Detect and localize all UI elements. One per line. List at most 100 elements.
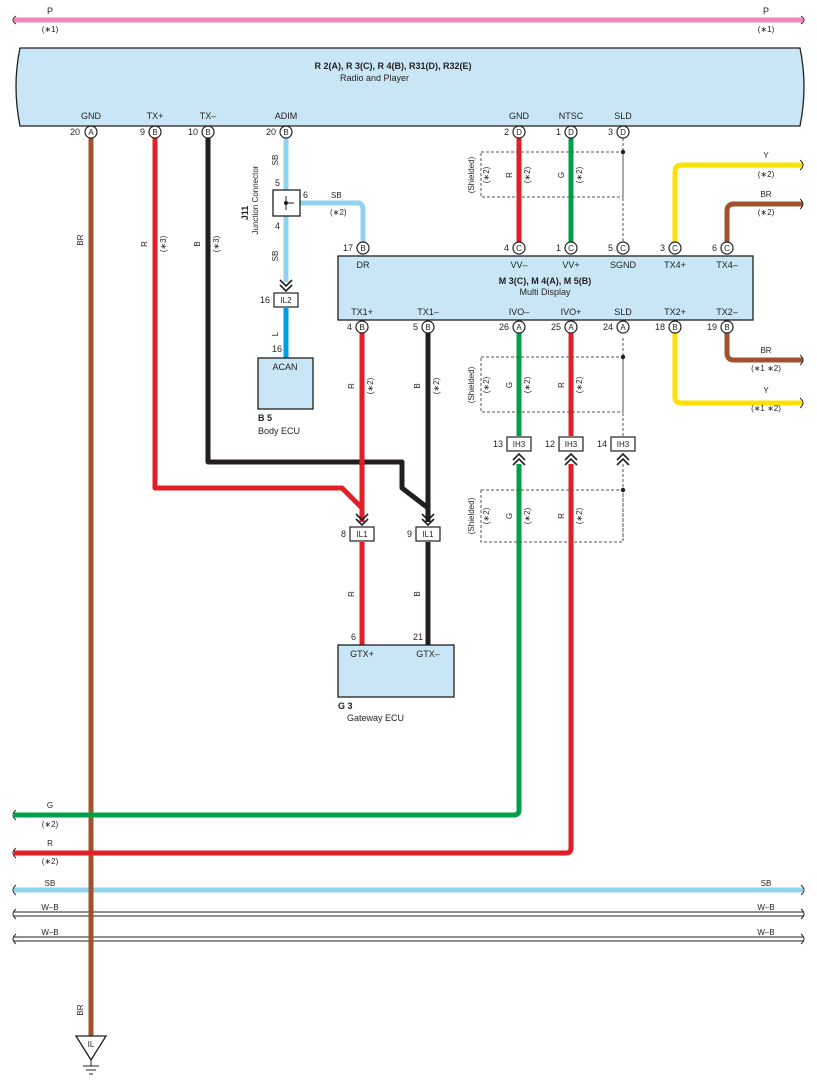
- svg-text:D: D: [516, 128, 522, 137]
- svg-text:(∗2): (∗2): [575, 376, 584, 393]
- svg-text:12: 12: [545, 439, 555, 449]
- svg-text:3: 3: [608, 127, 613, 137]
- svg-text:IVO–: IVO–: [509, 307, 530, 317]
- shielded-box-upper: (Shielded) (∗2) R (∗2) G (∗2): [467, 149, 626, 198]
- svg-text:14: 14: [597, 439, 607, 449]
- svg-text:GND: GND: [509, 111, 530, 121]
- svg-text:19: 19: [707, 322, 717, 332]
- svg-text:TX+: TX+: [147, 111, 164, 121]
- wire-note: (∗3): [212, 235, 221, 252]
- md-pin-ivo-minus: IVO– A 26: [499, 307, 530, 334]
- tx2-plus-yellow-wire: [672, 332, 803, 406]
- svg-text:(∗2): (∗2): [575, 507, 584, 524]
- svg-text:(∗2): (∗2): [366, 377, 375, 394]
- svg-text:2: 2: [504, 127, 509, 137]
- junction-connector-j11: 5 6 4 J11 Junction Connector: [240, 165, 308, 234]
- svg-text:BR: BR: [760, 190, 771, 199]
- wire-note: (∗1): [758, 25, 775, 34]
- ground-symbol-icon: IL: [74, 1035, 108, 1075]
- shielded-box-lower: (Shielded) (∗2) G (∗2) R (∗2): [467, 487, 626, 543]
- svg-text:5: 5: [275, 178, 280, 188]
- body-ecu-pin-num: 16: [272, 344, 282, 354]
- svg-text:B: B: [425, 323, 430, 332]
- bottom-sb-wire: SB SB: [12, 879, 805, 896]
- svg-text:W–B: W–B: [757, 903, 774, 912]
- svg-text:B: B: [724, 323, 729, 332]
- svg-text:9: 9: [140, 127, 145, 137]
- svg-text:VV–: VV–: [510, 260, 527, 270]
- radio-pin-tx-plus: TX+ 9 B: [140, 111, 164, 139]
- svg-text:G: G: [505, 382, 514, 388]
- gateway-ecu-id: G 3: [338, 701, 353, 711]
- svg-text:TX4+: TX4+: [664, 260, 686, 270]
- svg-text:G: G: [557, 172, 566, 178]
- md-pin-vv-minus: C 4 VV–: [504, 241, 528, 270]
- svg-text:C: C: [516, 244, 522, 253]
- svg-text:5: 5: [413, 322, 418, 332]
- connector-ih3-14: IH3 14: [597, 436, 636, 466]
- svg-text:10: 10: [188, 127, 198, 137]
- radio-pin-ntsc: NTSC 1 D: [556, 111, 584, 139]
- svg-text:B: B: [413, 591, 422, 596]
- svg-text:1: 1: [556, 243, 561, 253]
- svg-text:8: 8: [341, 529, 346, 539]
- svg-text:(∗1 ∗2): (∗1 ∗2): [751, 404, 781, 413]
- radio-pin-tx-minus: TX– 10 B: [188, 111, 216, 139]
- svg-text:R: R: [505, 172, 514, 178]
- svg-text:6: 6: [303, 190, 308, 200]
- svg-text:B: B: [413, 383, 422, 388]
- svg-text:9: 9: [407, 529, 412, 539]
- multi-display-subtitle: Multi Display: [519, 287, 571, 297]
- gateway-ecu-name: Gateway ECU: [347, 713, 404, 723]
- svg-text:C: C: [620, 244, 626, 253]
- svg-text:(∗2): (∗2): [482, 376, 491, 393]
- bottom-red-wire-end: R (∗2): [12, 839, 59, 866]
- svg-text:D: D: [568, 128, 574, 137]
- wire-note: (∗1): [42, 25, 59, 34]
- wire-label-l: L: [271, 331, 280, 336]
- svg-text:VV+: VV+: [562, 260, 579, 270]
- shielded-label: (Shielded): [467, 497, 476, 534]
- svg-text:IL1: IL1: [422, 530, 434, 539]
- svg-text:6: 6: [712, 243, 717, 253]
- svg-text:IH3: IH3: [617, 440, 630, 449]
- svg-text:R: R: [557, 382, 566, 388]
- wire-label-b: B: [193, 241, 202, 246]
- tx2-minus-brown-wire: [724, 332, 803, 363]
- svg-text:25: 25: [551, 322, 561, 332]
- svg-text:D: D: [620, 128, 626, 137]
- svg-text:SB: SB: [761, 879, 772, 888]
- svg-text:SB: SB: [45, 879, 56, 888]
- wire-label-sb: SB: [271, 251, 280, 262]
- bottom-green-wire-end: G (∗2): [12, 801, 59, 829]
- svg-text:R: R: [47, 839, 53, 848]
- svg-text:(∗2): (∗2): [758, 208, 775, 217]
- svg-text:20: 20: [70, 127, 80, 137]
- svg-text:TX1–: TX1–: [417, 307, 439, 317]
- svg-text:W–B: W–B: [41, 903, 58, 912]
- wire-label-sb: SB: [331, 191, 342, 200]
- svg-text:TX2+: TX2+: [664, 307, 686, 317]
- svg-text:BR: BR: [760, 346, 771, 355]
- radio-title: R 2(A), R 3(C), R 4(B), R31(D), R32(E): [314, 61, 471, 71]
- svg-text:6: 6: [351, 632, 356, 642]
- svg-text:GTX+: GTX+: [350, 649, 374, 659]
- ground-label: IL: [88, 1040, 95, 1049]
- right-wire-ends: Y (∗2) BR (∗2) BR (∗1 ∗2) Y (∗1 ∗2): [751, 151, 804, 413]
- svg-text:B: B: [283, 128, 288, 137]
- svg-text:A: A: [516, 323, 522, 332]
- multi-display-title: M 3(C), M 4(A), M 5(B): [499, 276, 592, 286]
- md-pin-tx2-plus: TX2+ B 18: [655, 307, 686, 334]
- multi-display-unit: M 3(C), M 4(A), M 5(B) Multi Display: [337, 255, 754, 321]
- radio-pin-gnd-d: GND 2 D: [504, 111, 530, 139]
- svg-text:17: 17: [343, 243, 353, 253]
- md-pin-tx4-plus: C 3 TX4+: [660, 241, 686, 270]
- junction-name: Junction Connector: [251, 165, 260, 234]
- md-pin-tx2-minus: TX2– B 19: [707, 307, 738, 334]
- svg-text:GND: GND: [81, 111, 102, 121]
- svg-text:IL2: IL2: [280, 296, 292, 305]
- svg-text:4: 4: [504, 243, 509, 253]
- wire-color-label: P: [47, 6, 53, 16]
- svg-text:(∗1 ∗2): (∗1 ∗2): [751, 364, 781, 373]
- svg-text:(∗2): (∗2): [482, 507, 491, 524]
